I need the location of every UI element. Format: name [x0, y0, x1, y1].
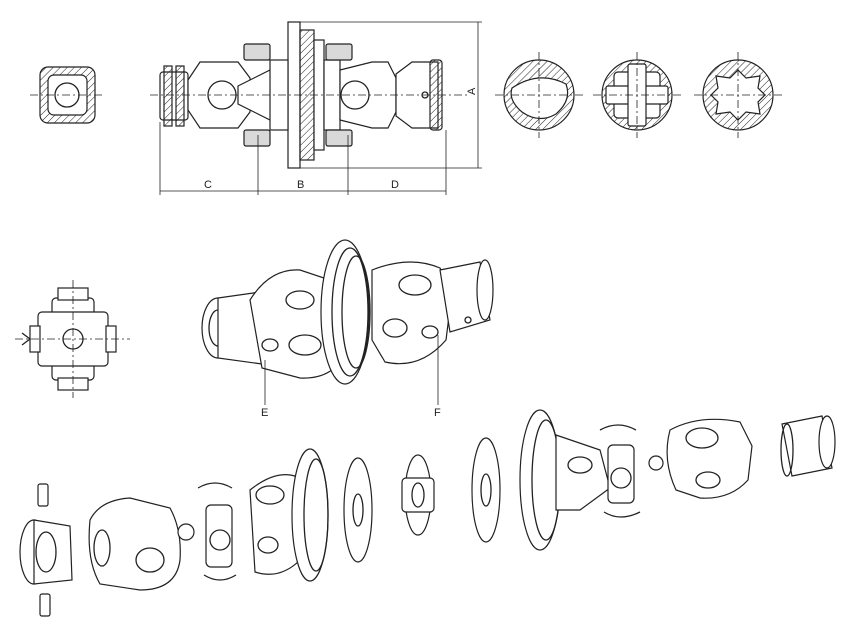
dimension-b-label: B — [297, 179, 304, 191]
splined-profile-section — [694, 52, 784, 138]
profile-sections — [495, 52, 784, 138]
flange-yoke — [249, 448, 329, 582]
friction-disc-left — [343, 457, 373, 563]
dimension-a-label: A — [466, 87, 478, 95]
friction-disc-right — [471, 437, 501, 543]
locking-pin-top — [37, 483, 49, 507]
section-view: A B C D — [30, 21, 482, 195]
star-profile-section — [593, 52, 683, 138]
locking-pin-bottom — [39, 593, 51, 617]
assembled-view: E F — [201, 239, 494, 419]
lemon-profile-section — [495, 52, 585, 138]
dimension-lines — [159, 21, 482, 195]
left-yoke-section — [159, 43, 276, 147]
protection-sleeve — [780, 415, 836, 477]
inner-yoke — [666, 418, 753, 499]
cross-journal-left — [197, 482, 237, 581]
outer-yoke — [88, 497, 195, 591]
right-yoke-section — [325, 43, 443, 147]
end-view-sleeve — [30, 66, 105, 124]
exploded-view — [19, 409, 836, 617]
push-pin-collar — [19, 519, 73, 585]
dimension-c-label: C — [204, 179, 212, 191]
clutch-hub — [401, 454, 435, 536]
callout-e-label: E — [261, 407, 268, 419]
dimension-d-label: D — [391, 179, 399, 191]
cross-detail — [15, 280, 130, 398]
clutch-housing — [519, 409, 611, 551]
cross-journal-right — [599, 424, 664, 518]
callout-f-label: F — [434, 407, 441, 419]
